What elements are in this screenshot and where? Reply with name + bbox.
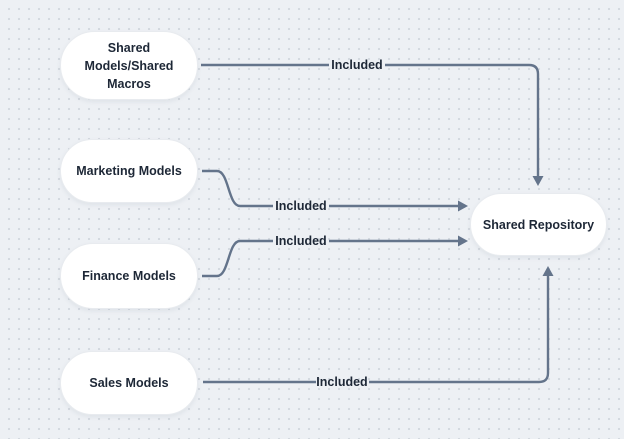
arrowhead-right-icon xyxy=(458,200,468,212)
node-label: Marketing Models xyxy=(76,164,182,178)
node-shared-models-macros: Shared Models/Shared Macros xyxy=(60,31,198,100)
node-finance-models: Finance Models xyxy=(60,243,198,309)
node-shared-repository: Shared Repository xyxy=(470,193,607,256)
edge-shared-models-to-repository xyxy=(201,63,544,186)
edge-label-included: Included xyxy=(331,58,383,72)
edge-sales-models-to-repository xyxy=(203,266,554,384)
edge-label-included: Included xyxy=(275,199,327,213)
node-label: Finance Models xyxy=(82,269,176,283)
node-marketing-models: Marketing Models xyxy=(60,139,198,203)
arrowhead-right-icon xyxy=(458,235,468,247)
edge-label-included: Included xyxy=(275,234,327,248)
edge-label-included: Included xyxy=(316,375,368,389)
node-label: Sales Models xyxy=(89,376,169,390)
edge-finance-models-to-repository xyxy=(202,235,468,278)
edge-marketing-models-to-repository xyxy=(202,169,468,212)
arrowhead-up-icon xyxy=(542,266,554,276)
node-label: Shared Repository xyxy=(482,217,595,232)
arrowhead-down-icon xyxy=(532,176,544,186)
node-sales-models: Sales Models xyxy=(60,351,198,415)
node-label: Shared Models/Shared Macros xyxy=(84,40,174,91)
